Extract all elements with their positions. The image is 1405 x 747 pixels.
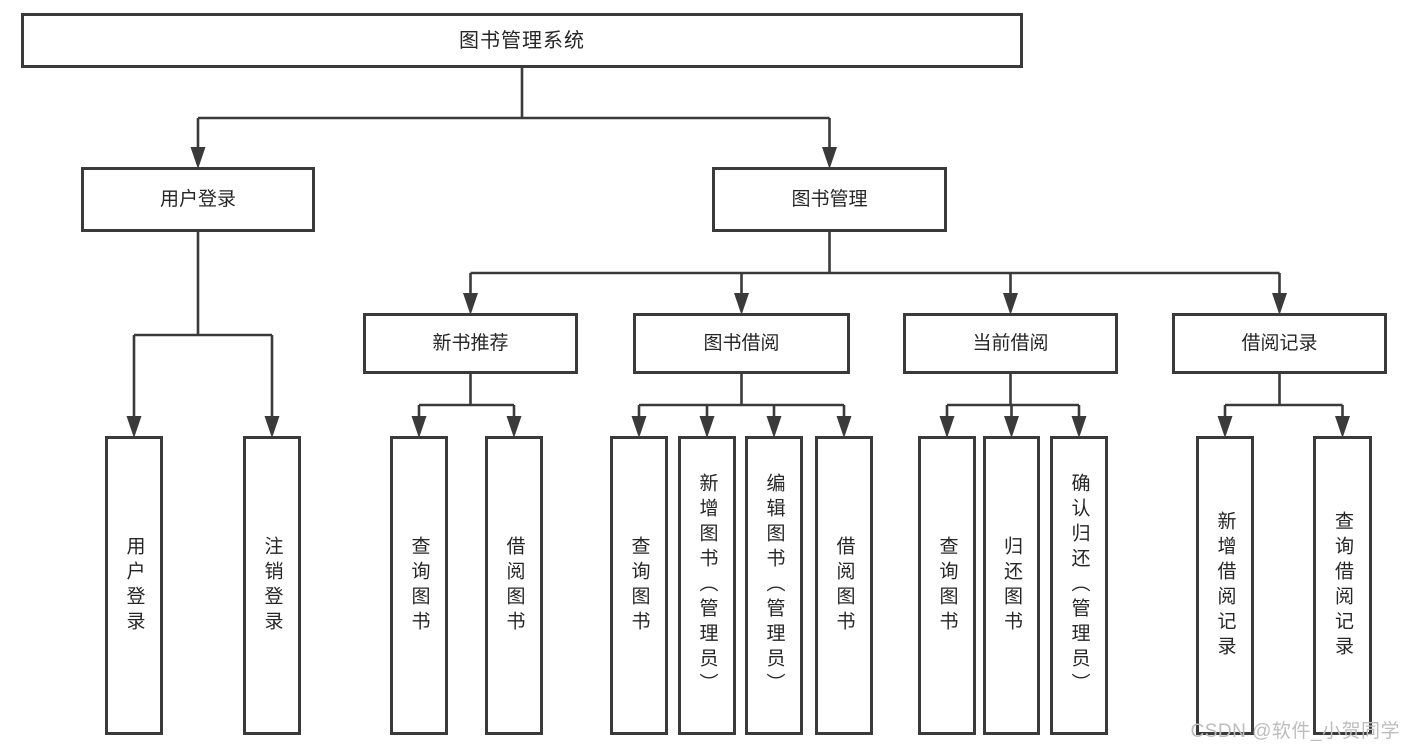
- node-root: 图书管理系统: [21, 13, 1023, 68]
- node-leaf-logout: 注销登录: [243, 436, 301, 735]
- node-leaf-query-book-3: 查询图书: [918, 436, 976, 735]
- node-label: 图书管理系统: [459, 29, 585, 52]
- node-label: 用户登录: [159, 189, 236, 210]
- node-label: 注销登录: [261, 535, 283, 636]
- node-leaf-query-book-2: 查询图书: [610, 436, 668, 735]
- node-label: 编辑图书（管理员）: [763, 473, 785, 698]
- node-label: 归还图书: [1001, 535, 1022, 636]
- node-label: 查询借阅记录: [1332, 510, 1353, 661]
- node-user-login: 用户登录: [81, 167, 315, 232]
- node-leaf-borrow-book-2: 借阅图书: [815, 436, 873, 735]
- node-label: 借阅图书: [833, 535, 855, 636]
- node-leaf-query-borrow-record: 查询借阅记录: [1313, 436, 1372, 735]
- node-leaf-borrow-book-1: 借阅图书: [485, 436, 543, 735]
- node-borrow-records: 借阅记录: [1172, 313, 1387, 374]
- node-label: 用户登录: [123, 535, 145, 636]
- node-label: 图书管理: [791, 189, 868, 210]
- node-label: 查询图书: [936, 535, 958, 636]
- node-label: 借阅图书: [503, 535, 525, 636]
- node-label: 当前借阅: [972, 333, 1049, 354]
- node-book-borrow: 图书借阅: [633, 313, 850, 374]
- node-new-book-rec: 新书推荐: [363, 313, 578, 374]
- node-label: 新书推荐: [432, 333, 509, 354]
- node-leaf-edit-book: 编辑图书（管理员）: [745, 436, 803, 735]
- node-label: 查询图书: [628, 535, 650, 636]
- node-label: 新增图书（管理员）: [696, 473, 718, 698]
- node-leaf-confirm-return: 确认归还（管理员）: [1050, 436, 1108, 735]
- node-leaf-query-book-1: 查询图书: [390, 436, 448, 735]
- node-leaf-return-book: 归还图书: [983, 436, 1040, 735]
- node-book-mgmt: 图书管理: [712, 167, 947, 232]
- node-label: 确认归还（管理员）: [1068, 473, 1090, 698]
- node-label: 查询图书: [408, 535, 430, 636]
- node-label: 图书借阅: [703, 333, 780, 354]
- node-label: 新增借阅记录: [1214, 510, 1236, 661]
- node-current-borrow: 当前借阅: [903, 313, 1118, 374]
- node-label: 借阅记录: [1241, 333, 1318, 354]
- node-leaf-add-borrow-record: 新增借阅记录: [1196, 436, 1254, 735]
- node-leaf-add-book: 新增图书（管理员）: [678, 436, 736, 735]
- node-leaf-user-login: 用户登录: [105, 436, 163, 735]
